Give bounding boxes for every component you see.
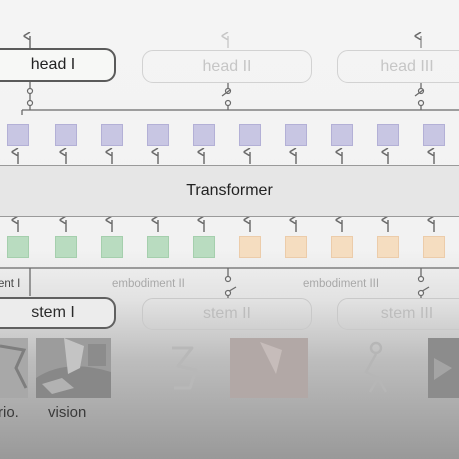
output-token — [285, 124, 307, 146]
stem-1-label: stem I — [31, 304, 75, 321]
output-token — [147, 124, 169, 146]
head-2-label: head II — [202, 57, 252, 75]
output-token — [193, 124, 215, 146]
proprio-image — [0, 338, 28, 398]
proprio-token — [55, 236, 77, 258]
stem-1-box[interactable]: stem I — [0, 297, 116, 329]
transformer-label: Transformer — [186, 182, 273, 199]
head-1-box[interactable]: head I — [0, 48, 116, 82]
embodiment-2-label: embodiment II — [112, 278, 185, 290]
vision-token — [377, 236, 399, 258]
embodiment-3-label: embodiment III — [303, 278, 380, 290]
scene-image — [230, 338, 308, 398]
embodiment-1-label: ent I — [0, 278, 21, 290]
vision-token — [331, 236, 353, 258]
output-token — [377, 124, 399, 146]
stem-3-box[interactable]: stem III — [337, 298, 459, 330]
stem-2-label: stem II — [202, 305, 251, 322]
head-1-label: head I — [30, 56, 76, 73]
proprio-token — [193, 236, 215, 258]
vision-token — [239, 236, 261, 258]
output-token — [55, 124, 77, 146]
output-token — [423, 124, 445, 146]
output-token — [239, 124, 261, 146]
proprio-caption: rio. — [0, 404, 19, 421]
proprio-token — [7, 236, 29, 258]
transformer-block: Transformer — [0, 165, 459, 217]
stem-3-label: stem III — [380, 305, 434, 322]
robot-arm-icon — [172, 346, 198, 390]
head-2-box[interactable]: head II — [142, 50, 312, 83]
vision-token — [285, 236, 307, 258]
stem-2-box[interactable]: stem II — [142, 298, 312, 330]
output-token — [101, 124, 123, 146]
vision-token — [423, 236, 445, 258]
output-token — [7, 124, 29, 146]
vision-caption: vision — [48, 404, 87, 421]
gripper-icon — [364, 341, 388, 393]
camera-image — [428, 338, 459, 398]
head-3-box[interactable]: head III — [337, 50, 459, 83]
proprio-token — [101, 236, 123, 258]
head-3-label: head III — [380, 57, 434, 75]
vision-image — [36, 338, 111, 398]
output-token — [331, 124, 353, 146]
proprio-token — [147, 236, 169, 258]
